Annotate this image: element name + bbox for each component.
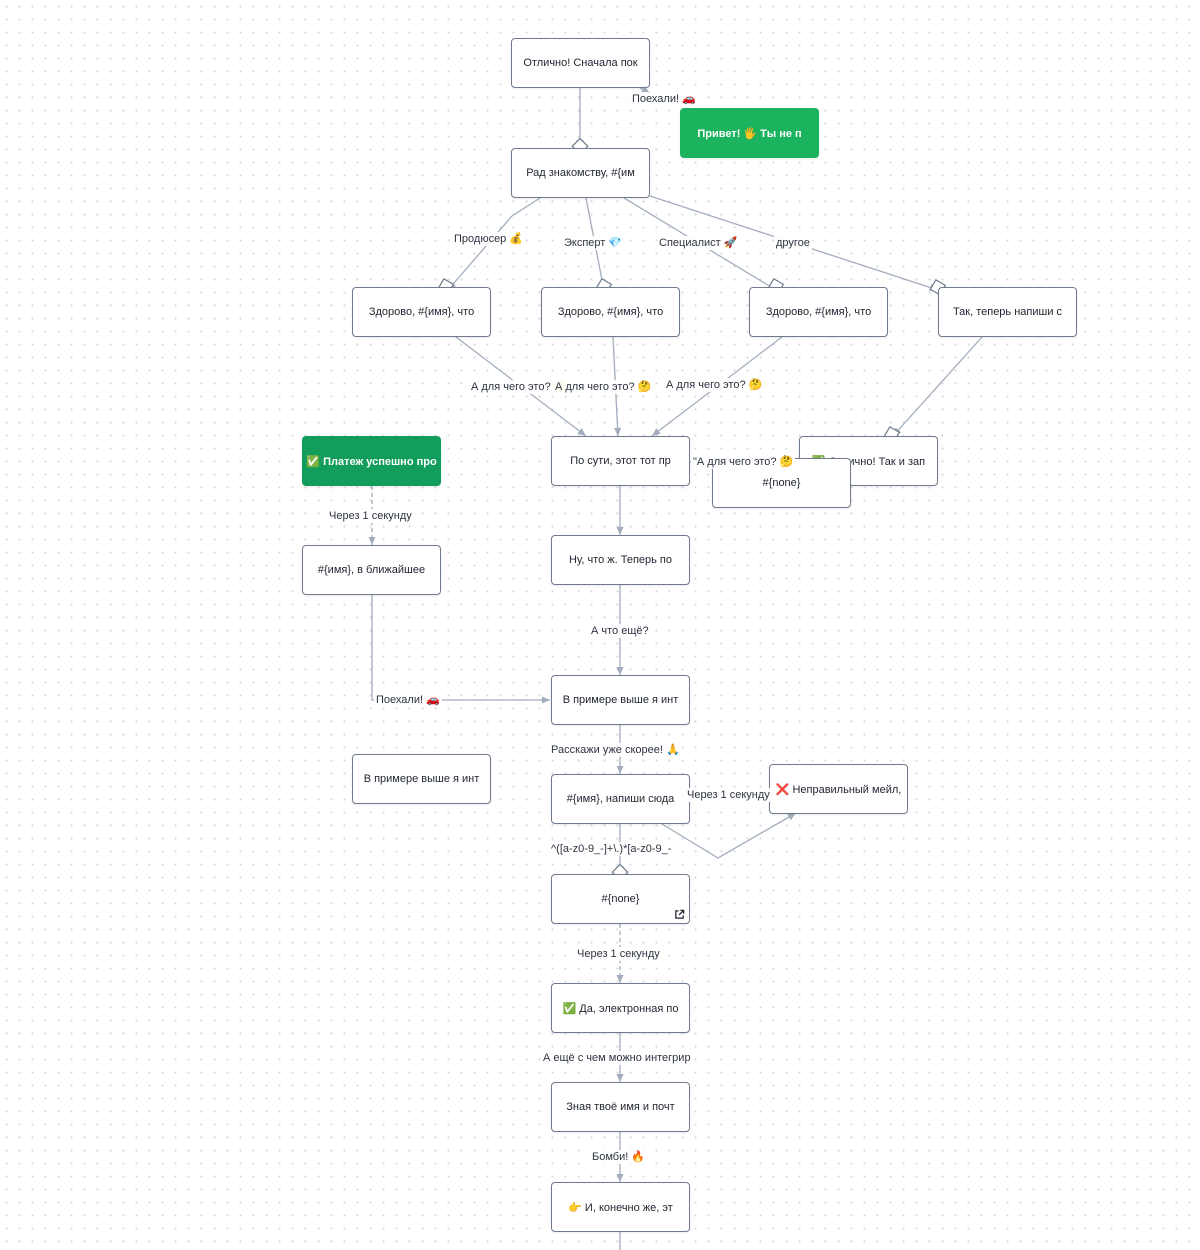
edge-label-regex: ^([a-z0-9_-]+\.)*[a-z0-9_- xyxy=(549,842,674,856)
edge-label-adlya3: А для чего это? 🤔 xyxy=(664,378,765,392)
node-zd1[interactable]: Здорово, #{имя}, что xyxy=(352,287,491,337)
edge-label-ekspert: Эксперт 💎 xyxy=(562,236,625,250)
edge-label-prodyuser: Продюсер 💰 xyxy=(452,232,526,246)
node-start[interactable]: Отлично! Сначала пок xyxy=(511,38,650,88)
node-none2[interactable]: #{none} xyxy=(551,874,690,924)
node-rad[interactable]: Рад знакомству, #{им xyxy=(511,148,650,198)
node-konechno[interactable]: 👉 И, конечно же, эт xyxy=(551,1182,690,1232)
external-link-icon[interactable] xyxy=(674,909,685,920)
edge-label-rasskazhi: Расскажи уже скорее! 🙏 xyxy=(549,743,682,757)
edge-label-cherez2: Через 1 секунду xyxy=(685,788,772,802)
edge-label-specialist: Специалист 🚀 xyxy=(657,236,740,250)
node-nu[interactable]: Ну, что ж. Теперь по xyxy=(551,535,690,585)
node-tak[interactable]: Так, теперь напиши с xyxy=(938,287,1077,337)
node-hello[interactable]: Привет! 🖐 Ты не п xyxy=(680,108,819,158)
edge-label-cherez3: Через 1 секунду xyxy=(575,947,662,961)
node-napishi[interactable]: #{имя}, напиши сюда xyxy=(551,774,690,824)
node-none2-label: #{none} xyxy=(601,893,640,905)
edge-label-poehali-top: Поехали! 🚗 xyxy=(630,92,698,106)
node-wrong[interactable]: ❌ Неправильный мейл, xyxy=(769,764,908,814)
edge-label-aesche: А ещё с чем можно интегрир xyxy=(541,1051,693,1065)
edge-tak-to-otl xyxy=(892,336,983,437)
edge-label-drugoe: другое xyxy=(774,236,812,250)
edge-imya-to-vprim xyxy=(371,595,550,704)
node-vprim1[interactable]: В примере выше я инт xyxy=(551,675,690,725)
edge-label-cherez1: Через 1 секунду xyxy=(327,509,414,523)
node-payment[interactable]: ✅ Платеж успешно про xyxy=(302,436,441,486)
node-imya-blizh[interactable]: #{имя}, в ближайшее xyxy=(302,545,441,595)
node-znaya[interactable]: Зная твоё имя и почт xyxy=(551,1082,690,1132)
edge-label-adlya4: "А для чего это? 🤔 xyxy=(691,455,796,469)
edge-label-achto: А что ещё? xyxy=(589,624,651,638)
edge-label-poehali-left: Поехали! 🚗 xyxy=(374,693,442,707)
edge-label-adlya2: А для чего это? 🤔 xyxy=(553,380,654,394)
edge-label-bombi: Бомби! 🔥 xyxy=(590,1150,648,1164)
node-zd2[interactable]: Здорово, #{имя}, что xyxy=(541,287,680,337)
node-da[interactable]: ✅ Да, электронная по xyxy=(551,983,690,1033)
node-zd3[interactable]: Здорово, #{имя}, что xyxy=(749,287,888,337)
edge-label-adlya1: А для чего это? 🤔 xyxy=(469,380,570,394)
node-vprim2[interactable]: В примере выше я инт xyxy=(352,754,491,804)
node-posuti[interactable]: По сути, этот тот пр xyxy=(551,436,690,486)
